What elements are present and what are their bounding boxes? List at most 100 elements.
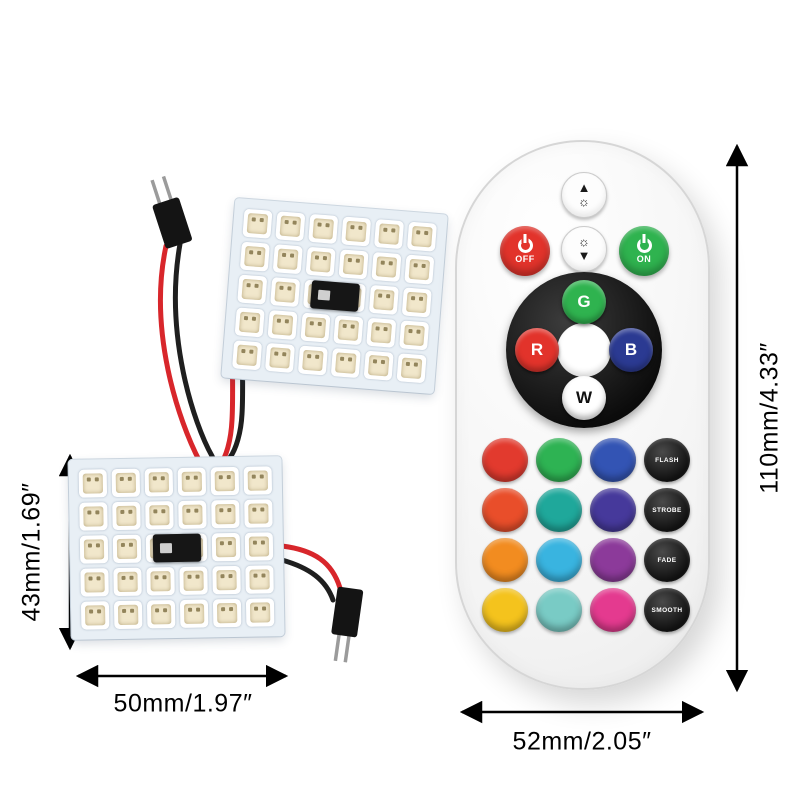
color-button-row1-col3 bbox=[590, 438, 636, 482]
led-chip-phosphor bbox=[249, 602, 271, 623]
led-chip-phosphor bbox=[403, 324, 425, 347]
led-chip-phosphor bbox=[148, 472, 170, 493]
on-button-label: ON bbox=[636, 254, 652, 264]
led-chip bbox=[399, 320, 430, 351]
color-button-row3-col3 bbox=[590, 538, 636, 582]
led-chip bbox=[239, 241, 270, 272]
power-icon bbox=[517, 238, 533, 253]
led-chip-phosphor bbox=[370, 322, 393, 344]
power-icon bbox=[636, 238, 652, 253]
led-chip-phosphor bbox=[309, 251, 332, 273]
led-chip bbox=[366, 317, 397, 348]
color-button-row2-col1 bbox=[482, 488, 528, 532]
bottom-panel-wire-black bbox=[279, 557, 336, 603]
led-chip-phosphor bbox=[117, 604, 139, 626]
led-chip-phosphor bbox=[269, 347, 291, 369]
led-chip bbox=[272, 244, 303, 275]
led-chip bbox=[78, 469, 108, 498]
color-button-row3-col2 bbox=[536, 538, 582, 582]
led-chip-phosphor bbox=[405, 291, 428, 314]
bottom-panel-wire-red bbox=[279, 543, 343, 591]
led-chip-phosphor bbox=[248, 536, 270, 557]
led-chip bbox=[112, 534, 142, 564]
led-chip-phosphor bbox=[312, 218, 334, 240]
led-chip bbox=[297, 345, 328, 376]
color-button-row1-col2 bbox=[536, 438, 582, 482]
panel-height-label: 43mm/1.69″ bbox=[17, 482, 46, 622]
led-chip bbox=[264, 342, 296, 373]
arrow-up-icon: ▲ bbox=[577, 179, 591, 195]
led-chip bbox=[80, 601, 110, 630]
led-chip-phosphor bbox=[214, 470, 236, 492]
panel-input-connector bbox=[152, 533, 201, 563]
led-chip bbox=[244, 532, 274, 561]
led-chip-phosphor bbox=[276, 248, 299, 270]
led-panel-bottom bbox=[68, 456, 285, 640]
led-chip bbox=[79, 502, 108, 531]
led-chip-phosphor bbox=[335, 352, 357, 374]
led-chip-phosphor bbox=[238, 311, 261, 334]
led-chip bbox=[338, 249, 369, 280]
led-chip bbox=[363, 350, 394, 381]
led-chip bbox=[179, 566, 208, 595]
off-button-label: OFF bbox=[515, 254, 535, 264]
color-button-row4-col1 bbox=[482, 588, 528, 632]
led-chip bbox=[145, 501, 174, 530]
led-chip bbox=[245, 598, 275, 627]
led-chip-phosphor bbox=[249, 569, 270, 590]
led-chip-phosphor bbox=[244, 245, 266, 268]
led-chip bbox=[330, 348, 361, 379]
led-panel-top bbox=[221, 197, 448, 395]
led-chip-phosphor bbox=[345, 220, 367, 243]
led-chip-phosphor bbox=[337, 319, 360, 341]
led-chip bbox=[401, 287, 432, 318]
led-chip-phosphor bbox=[83, 506, 104, 527]
led-chip bbox=[371, 251, 402, 283]
led-chip bbox=[300, 312, 331, 343]
led-chip bbox=[270, 277, 301, 308]
led-chip bbox=[210, 466, 240, 496]
led-chip bbox=[404, 254, 435, 285]
led-chip-phosphor bbox=[215, 536, 237, 558]
arrow-down-icon: ▼ bbox=[577, 248, 591, 263]
brightness-icon: ☼ bbox=[578, 233, 590, 249]
brightness-icon: ☼ bbox=[578, 194, 590, 209]
bottom-panel-plug-connector bbox=[331, 586, 364, 663]
led-chip bbox=[113, 600, 143, 630]
led-chip-phosphor bbox=[116, 538, 138, 560]
led-chip-phosphor bbox=[236, 344, 258, 367]
led-chip bbox=[244, 499, 273, 528]
white-button: W bbox=[562, 376, 606, 420]
power-on-button: ON bbox=[619, 226, 669, 276]
led-chip bbox=[333, 315, 364, 346]
led-chip bbox=[146, 600, 176, 629]
led-chip bbox=[112, 501, 141, 531]
led-chip-phosphor bbox=[302, 349, 324, 372]
led-chip-phosphor bbox=[181, 471, 203, 492]
led-chip-phosphor bbox=[304, 316, 327, 339]
led-chip-phosphor bbox=[84, 572, 105, 593]
top-panel-plug-connector bbox=[150, 175, 192, 249]
led-chip bbox=[275, 211, 306, 242]
rgbw-pad: G R B W bbox=[506, 272, 662, 428]
led-chip-phosphor bbox=[247, 470, 269, 491]
remote-width-label: 52mm/2.05″ bbox=[512, 727, 652, 756]
brightness-up-button: ▲ ☼ bbox=[561, 172, 607, 218]
led-chip bbox=[341, 216, 372, 247]
pad-center-button bbox=[557, 323, 611, 377]
mode-button-flash: FLASH bbox=[644, 438, 690, 482]
led-chip bbox=[242, 208, 273, 239]
remote-height-label: 110mm/4.33″ bbox=[755, 342, 784, 494]
mode-button-fade: FADE bbox=[644, 538, 690, 582]
led-chip bbox=[396, 353, 427, 384]
led-chip bbox=[234, 307, 265, 338]
led-chip-phosphor bbox=[342, 253, 365, 276]
power-off-button: OFF bbox=[500, 226, 550, 276]
led-chip-phosphor bbox=[117, 571, 138, 593]
brightness-down-button: ☼ ▼ bbox=[561, 226, 607, 272]
led-chip-phosphor bbox=[375, 256, 398, 278]
led-chip-phosphor bbox=[83, 539, 105, 560]
panel-input-connector bbox=[309, 280, 360, 312]
